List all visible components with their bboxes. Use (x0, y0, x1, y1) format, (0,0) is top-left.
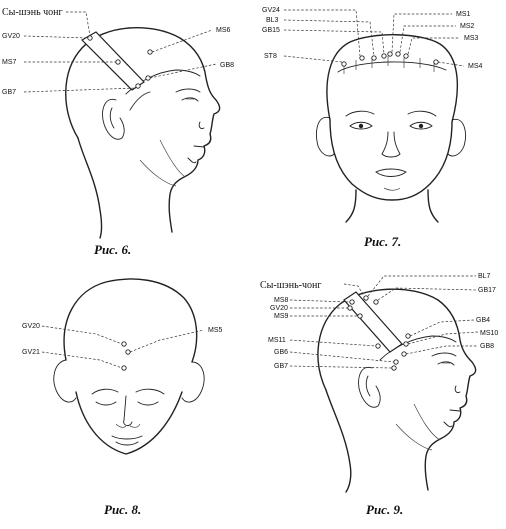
fig9-caption: Рис. 9. (366, 502, 403, 517)
fig9-point-gb8 (401, 351, 407, 357)
fig7-point-ms3 (403, 53, 409, 59)
fig9-label-gb4: GB4 (476, 317, 490, 324)
fig7-point-gv24 (359, 55, 365, 61)
fig8-label-gv20: GV20 (22, 323, 40, 330)
fig9-point-ms8 (349, 299, 355, 305)
fig7-point-ms2 (395, 51, 401, 57)
fig9-label-gb6: GB6 (274, 349, 288, 356)
fig9-label-ms11: MS11 (268, 337, 286, 344)
fig9-point-gb17 (373, 299, 379, 305)
fig9-point-gv20 (347, 305, 353, 311)
fig7-caption: Рис. 7. (364, 234, 401, 249)
fig7-point-ms4 (433, 59, 439, 65)
fig8-point-ms5 (125, 349, 131, 355)
fig7-point-st8 (341, 61, 347, 67)
fig7-head-drawing (316, 34, 466, 223)
figure-8: GV20 GV21 MS5 Рис. 8. (22, 278, 223, 517)
fig7-label-ms1: MS1 (456, 11, 471, 18)
fig8-point-gv21 (121, 365, 127, 371)
fig9-label-ms8: MS8 (274, 297, 289, 304)
fig9-label-bl7: BL7 (478, 273, 491, 280)
fig6-label-strip: Сы-шэнь чонг (2, 7, 63, 18)
fig6-point-gb8 (145, 75, 151, 81)
fig7-label-ms2: MS2 (460, 23, 475, 30)
figure-9: Сы-шэнь-чонг BL7 GB17 MS8 GV20 MS9 GB4 M… (260, 273, 498, 517)
fig9-point-gb4 (405, 333, 411, 339)
fig6-point-ms6 (147, 49, 153, 55)
fig6-point-ms7 (115, 59, 121, 65)
fig9-point-ms11 (375, 343, 381, 349)
fig6-caption: Рис. 6. (94, 242, 131, 257)
fig7-point-bl3 (371, 55, 377, 61)
fig9-point-gb6 (393, 359, 399, 365)
fig8-head-drawing (53, 278, 205, 455)
fig8-point-gv20 (121, 341, 127, 347)
figure-6: Сы-шэнь чонг GV20 MS7 GB7 MS6 GB8 Рис. 6… (2, 7, 234, 257)
fig9-label-gb7: GB7 (274, 363, 288, 370)
fig8-label-gv21: GV21 (22, 349, 40, 356)
fig6-point-gv20 (87, 35, 93, 41)
fig7-label-ms3: MS3 (464, 35, 479, 42)
fig9-point-bl7 (363, 295, 369, 301)
fig7-point-gb15 (381, 53, 387, 59)
fig7-label-st8: ST8 (264, 53, 277, 60)
fig9-point-ms10 (403, 341, 409, 347)
fig6-label-gv20: GV20 (2, 33, 20, 40)
fig9-label-ms9: MS9 (274, 313, 289, 320)
fig9-head-drawing (317, 288, 477, 493)
fig9-point-ms9 (357, 313, 363, 319)
fig7-point-ms1 (387, 51, 393, 57)
fig6-point-gb7 (135, 83, 141, 89)
fig6-head-drawing (65, 27, 221, 239)
fig6-label-ms7: MS7 (2, 59, 17, 66)
fig9-point-gb7 (391, 365, 397, 371)
fig6-label-gb8: GB8 (220, 62, 234, 69)
fig9-label-gv20: GV20 (270, 305, 288, 312)
fig9-label-strip: Сы-шэнь-чонг (260, 280, 321, 291)
fig7-label-gb15: GB15 (262, 27, 280, 34)
fig6-label-ms6: MS6 (216, 27, 231, 34)
figure-7: GV24 BL3 GB15 ST8 MS1 MS2 MS3 MS4 Рис. 7… (262, 7, 483, 249)
fig9-label-ms10: MS10 (480, 330, 498, 337)
fig9-label-gb17: GB17 (478, 287, 496, 294)
fig7-label-bl3: BL3 (266, 17, 279, 24)
fig8-caption: Рис. 8. (104, 502, 141, 517)
fig7-label-gv24: GV24 (262, 7, 280, 14)
fig6-label-gb7: GB7 (2, 89, 16, 96)
fig8-label-ms5: MS5 (208, 327, 223, 334)
fig9-label-gb8: GB8 (480, 343, 494, 350)
fig7-label-ms4: MS4 (468, 63, 483, 70)
